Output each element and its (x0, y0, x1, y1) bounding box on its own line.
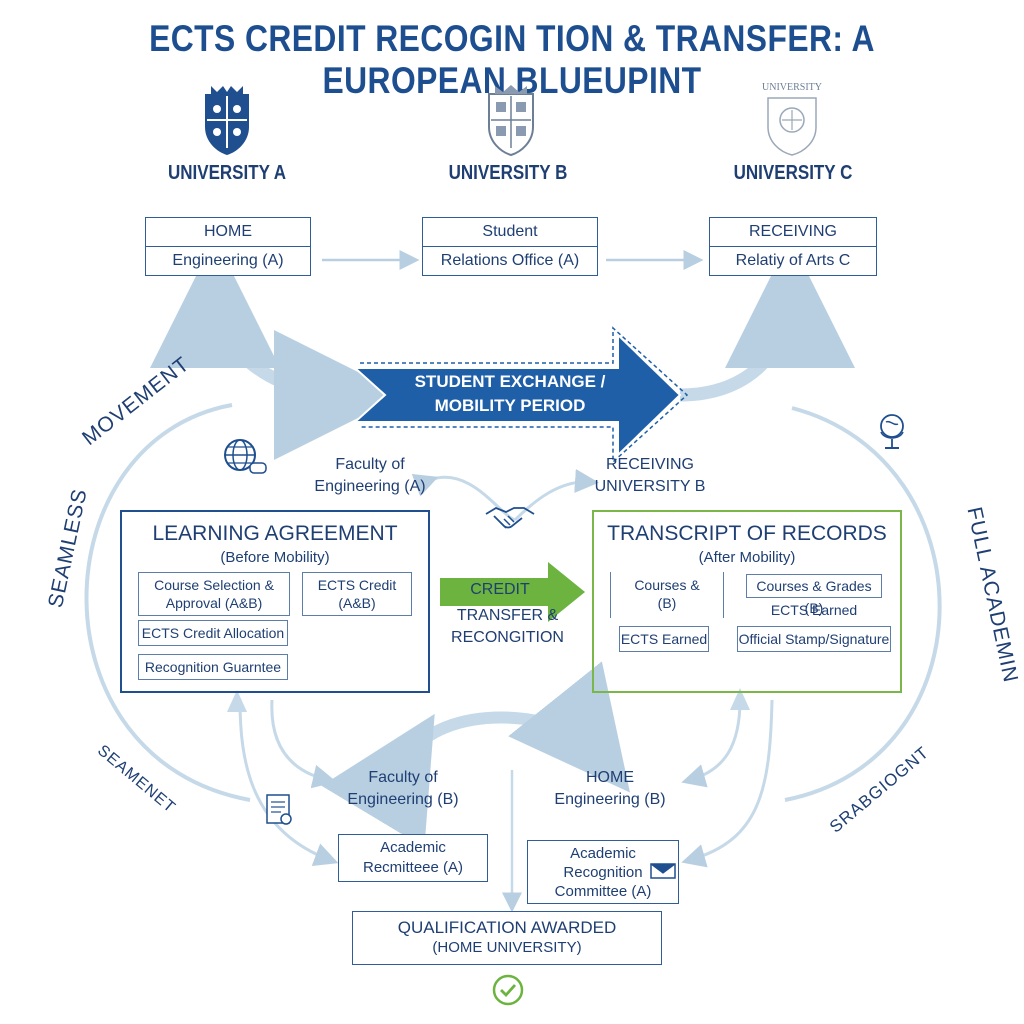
home-b-line2: Engineering (B) (554, 791, 666, 808)
faculty-a-line2: Engineering (A) (314, 478, 426, 495)
shield-crest-icon (205, 86, 249, 155)
receiving-arts-c-box: RECEIVING Relatiy of Arts C (709, 217, 877, 276)
handshake-icon (485, 506, 535, 529)
receiving-b-line2: UNIVERSITY B (594, 478, 706, 495)
ects-earned-text: ECTS Earned (770, 602, 858, 618)
check-circle-icon (492, 974, 524, 1006)
faculty-b-line1: Faculty of (368, 769, 438, 786)
bottom-double-arrow (321, 661, 631, 848)
transcript-subtitle: (After Mobility) (698, 549, 796, 566)
university-a-name: UNIVERSITY A (167, 162, 287, 184)
chip-line1: ECTS Credit (317, 577, 397, 593)
ects-earned-chip: ECTS Earned (619, 626, 709, 652)
mobility-line1: STUDENT EXCHANGE / (414, 372, 606, 391)
faculty-b-line2: Engineering (B) (347, 791, 459, 808)
academic-committee-left-box: Academic Recmitteee (A) (338, 834, 488, 882)
chip-line1: Courses & (634, 577, 700, 593)
credit-transfer-line1: TRANSFER & (456, 607, 559, 624)
home-engineering-a-box: HOME Engineering (A) (145, 217, 311, 276)
ects-credit-chip: ECTS Credit (A&B) (302, 572, 412, 616)
chip-line1: Course Selection & (154, 577, 274, 593)
globe-network-icon (224, 439, 267, 474)
faculty-engineering-a-label: Faculty of Engineering (A) (300, 454, 440, 498)
box-line2: Engineering (A) (146, 246, 310, 275)
mobility-arrow-label: STUDENT EXCHANGE / MOBILITY PERIOD (395, 370, 625, 418)
right-curve-to-committee (681, 699, 774, 868)
envelope-icon (650, 863, 676, 879)
student-relations-office-box: Student Relations Office (A) (422, 217, 598, 276)
receiving-b-line1: RECEIVING (605, 456, 694, 473)
certificate-document-icon (266, 794, 292, 825)
arrowhead-right-up (730, 688, 750, 710)
chip-line2: (A&B) (338, 595, 376, 611)
left-curve-to-faculty-b (270, 699, 337, 789)
handshake-right-arrow (513, 469, 599, 522)
university-b-name: UNIVERSITY B (448, 162, 568, 184)
curve-mobility-to-c (679, 238, 855, 402)
box-line1: RECEIVING (748, 223, 837, 240)
university-seal-icon (767, 97, 817, 156)
shield-crest-icon (488, 85, 534, 157)
committee-right-line1: Academic (570, 845, 636, 862)
course-selection-chip: Course Selection & Approval (A&B) (138, 572, 290, 616)
transcript-of-records-panel: TRANSCRIPT OF RECORDS (After Mobility) C… (592, 510, 902, 693)
courses-b-chip: Courses & (B) (610, 572, 724, 618)
mobility-big-arrow (352, 332, 682, 458)
right-curve-to-home-b (681, 699, 742, 788)
committee-left-line1: Academic (380, 839, 446, 856)
faculty-a-line1: Faculty of (335, 456, 405, 473)
qualification-line1: QUALIFICATION AWARDED (397, 918, 617, 937)
ects-credit-allocation-chip: ECTS Credit Allocation (138, 620, 288, 646)
official-stamp-chip: Official Stamp/Signature (737, 626, 891, 652)
box-line2: Relatiy of Arts C (710, 246, 876, 275)
arrowhead-left-up (227, 690, 247, 712)
credit-green-arrow (440, 562, 585, 622)
university-c-name: UNIVERSITY C (733, 162, 853, 184)
learning-agreement-subtitle: (Before Mobility) (220, 549, 330, 566)
chip-line2: (B) (657, 595, 677, 611)
mobility-arrow-dashed-outline (360, 326, 689, 464)
recognition-guarantee-chip: Recognition Guarntee (138, 654, 288, 680)
mobility-line2: MOBILITY PERIOD (434, 396, 586, 415)
credit-transfer-label: TRANSFER & RECONGITION (445, 605, 570, 649)
box-line2: Relations Office (A) (423, 246, 597, 275)
committee-right-line3: Committee (A) (554, 883, 652, 900)
home-engineering-b-label: HOME Engineering (B) (543, 767, 677, 811)
learning-agreement-title: LEARNING AGREEMENT (152, 522, 398, 545)
box-line1: HOME (204, 223, 252, 240)
box-line1: Student (482, 223, 538, 240)
credit-transfer-line2: RECONGITION (451, 629, 564, 646)
chip-line2: Approval (A&B) (165, 595, 263, 611)
seal-text: UNIVERSITY (762, 82, 822, 93)
left-curve-to-committee (238, 699, 339, 866)
home-b-line1: HOME (586, 769, 634, 786)
curve-a-to-mobility (208, 287, 404, 460)
courses-grades-chip: Courses & Grades (B) (746, 574, 882, 616)
receiving-university-b-label: RECEIVING UNIVERSITY B (580, 454, 720, 498)
learning-agreement-panel: LEARNING AGREEMENT (Before Mobility) Cou… (120, 510, 430, 693)
globe-stand-icon (880, 414, 904, 449)
left-outer-loop (84, 403, 251, 802)
credit-arrow-label: CREDIT (470, 581, 530, 598)
faculty-engineering-b-label: Faculty of Engineering (B) (336, 767, 470, 811)
qualification-awarded-box: QUALIFICATION AWARDED (HOME UNIVERSITY) (352, 911, 662, 965)
right-outer-loop (784, 406, 942, 802)
committee-right-line2: Recognition (563, 864, 643, 881)
transcript-title: TRANSCRIPT OF RECORDS (607, 522, 887, 545)
committee-left-line2: Recmitteee (A) (362, 859, 464, 876)
qualification-line2: (HOME UNIVERSITY) (432, 939, 582, 956)
